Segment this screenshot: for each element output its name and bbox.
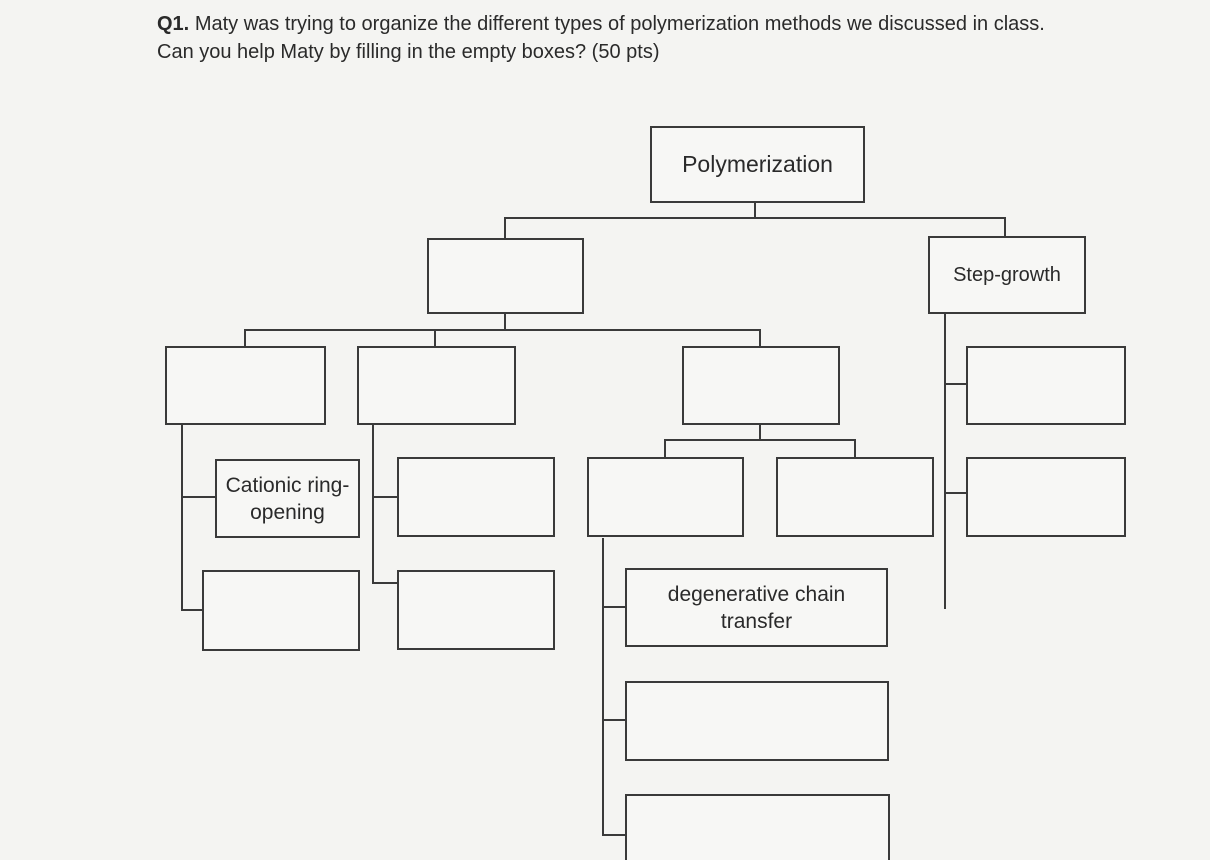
blank-box-level6-1[interactable] — [625, 681, 889, 761]
blank-box-level3-3[interactable] — [682, 346, 840, 425]
cationic-ring-opening-box: Cationic ring-opening — [215, 459, 360, 538]
question-text: Q1. Maty was trying to organize the diff… — [157, 10, 1057, 66]
blank-box-level5-1[interactable] — [202, 570, 360, 651]
question-body: Maty was trying to organize the differen… — [157, 13, 1045, 63]
blank-box-level4-4[interactable] — [776, 457, 934, 537]
blank-box-level3-1[interactable] — [165, 346, 326, 425]
question-number: Q1. — [157, 13, 190, 35]
blank-box-level3-2[interactable] — [357, 346, 516, 425]
degenerative-chain-transfer-label: degenerative chain transfer — [667, 582, 846, 633]
blank-box-step-2[interactable] — [966, 457, 1126, 537]
blank-box-level4-3[interactable] — [587, 457, 744, 537]
blank-box-level5-2[interactable] — [397, 570, 555, 650]
step-growth-label: Step-growth — [953, 263, 1061, 286]
blank-box-level6-2[interactable] — [625, 794, 890, 860]
polymerization-box: Polymerization — [650, 126, 865, 203]
step-growth-box: Step-growth — [928, 236, 1086, 314]
blank-box-chain-growth[interactable] — [427, 238, 584, 314]
blank-box-step-1[interactable] — [966, 346, 1126, 425]
cationic-ring-opening-label: Cationic ring-opening — [225, 473, 350, 524]
blank-box-level4-2[interactable] — [397, 457, 555, 537]
degenerative-chain-transfer-box: degenerative chain transfer — [625, 568, 888, 647]
polymerization-label: Polymerization — [682, 151, 833, 177]
